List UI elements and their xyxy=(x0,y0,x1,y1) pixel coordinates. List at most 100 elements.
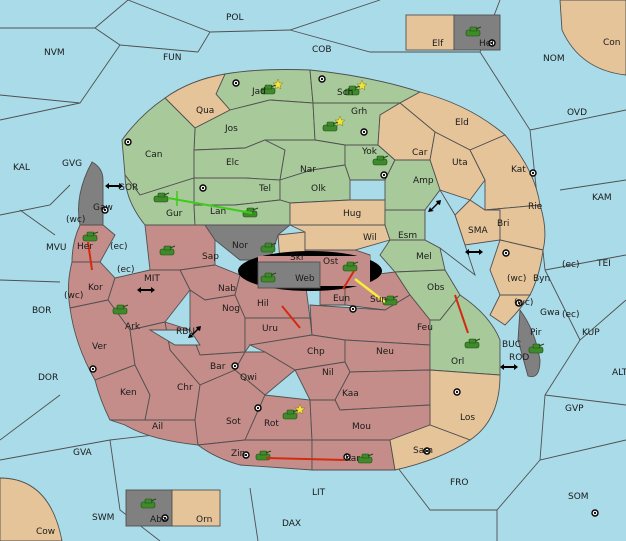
label-hil: Hil xyxy=(257,299,269,309)
label-gwa: Gwa xyxy=(540,308,560,318)
label-esm: Esm xyxy=(398,231,417,241)
army-icon[interactable] xyxy=(464,338,481,349)
label-nom: NOM xyxy=(543,54,565,64)
label-nvm: NVM xyxy=(44,48,65,58)
army-icon[interactable] xyxy=(260,242,277,253)
label-dor: DOR xyxy=(38,373,58,383)
label-gvp: GVP xyxy=(565,404,584,414)
province-qua[interactable] xyxy=(164,73,231,129)
label-yok: Yok xyxy=(361,147,378,157)
label-nil: Nil xyxy=(322,368,334,378)
province-sam[interactable] xyxy=(389,424,471,471)
army-icon[interactable] xyxy=(465,26,482,37)
army-icon[interactable] xyxy=(342,261,359,272)
label-ost: Ost xyxy=(323,257,339,267)
army-icon[interactable] xyxy=(322,115,346,132)
move-arrows xyxy=(87,191,469,461)
label-tei: TEI xyxy=(596,259,611,269)
label-buc: BUC xyxy=(502,340,521,350)
label-gur: Gur xyxy=(166,209,183,219)
label-ec1: (ec) xyxy=(110,242,128,252)
army-icon[interactable] xyxy=(282,403,306,420)
label-grh: Grh xyxy=(351,107,367,117)
label-rod: ROD xyxy=(509,353,529,363)
label-pir: Pir xyxy=(530,328,542,338)
label-orn: Orn xyxy=(196,515,212,525)
capital-web[interactable] xyxy=(238,251,382,291)
army-icon[interactable] xyxy=(372,155,389,166)
label-alt: ALT xyxy=(612,368,626,378)
label-nor: Nor xyxy=(232,241,248,251)
label-wc4: (wc) xyxy=(514,298,533,308)
army-icon[interactable] xyxy=(528,343,545,354)
label-elc: Elc xyxy=(226,158,239,168)
label-kal: KAL xyxy=(13,163,30,173)
label-sot: Sot xyxy=(226,417,241,427)
label-wc1: (wc) xyxy=(66,215,85,225)
army-icon[interactable] xyxy=(140,498,157,509)
label-fro: FRO xyxy=(450,478,469,488)
label-sap: Sap xyxy=(202,252,219,262)
supply-centers xyxy=(89,39,599,522)
label-wc2: (wc) xyxy=(64,291,83,301)
label-bor: BOR xyxy=(32,306,51,316)
label-amp: Amp xyxy=(413,176,434,186)
label-gaw: Gaw xyxy=(93,203,113,213)
label-lan: Lan xyxy=(210,207,226,217)
label-can: Can xyxy=(145,150,163,160)
label-kor: Kor xyxy=(88,283,103,293)
army-icon[interactable] xyxy=(357,453,374,464)
army-icon[interactable] xyxy=(260,272,277,283)
label-cob: COB xyxy=(312,45,332,55)
label-nar: Nar xyxy=(300,165,316,175)
label-obs: Obs xyxy=(427,283,445,293)
label-gva: GVA xyxy=(73,448,93,458)
label-hel: Hel xyxy=(479,39,494,49)
province-her[interactable] xyxy=(71,224,116,263)
label-elf: Elf xyxy=(432,39,444,49)
label-wc3: (wc) xyxy=(507,274,526,284)
label-kam: KAM xyxy=(592,193,612,203)
province-sap[interactable] xyxy=(144,224,216,271)
army-icon[interactable] xyxy=(260,78,284,95)
label-mou: Mou xyxy=(352,422,371,432)
province-hug[interactable] xyxy=(289,199,386,226)
units-layer xyxy=(82,26,545,509)
province-orn[interactable] xyxy=(171,489,221,527)
label-fun: FUN xyxy=(163,53,182,63)
label-con: Con xyxy=(603,38,621,48)
province-pir[interactable] xyxy=(517,308,541,378)
label-sch: Sch xyxy=(337,88,353,98)
star-icon xyxy=(356,79,368,91)
label-dax: DAX xyxy=(282,519,301,529)
label-orl: Orl xyxy=(451,357,464,367)
label-kaa: Kaa xyxy=(342,389,359,399)
army-icon[interactable] xyxy=(159,245,176,256)
label-gor: GOR xyxy=(118,183,138,193)
label-kat: Kat xyxy=(511,165,526,175)
label-byn: Byn xyxy=(533,274,550,284)
army-icon[interactable] xyxy=(382,295,399,306)
label-aba: Aba xyxy=(150,515,167,525)
label-swm: SWM xyxy=(92,513,114,523)
label-ec2: (ec) xyxy=(117,265,135,275)
label-mvu: MVU xyxy=(46,243,67,253)
label-mit: MIT xyxy=(144,274,160,284)
label-hug: Hug xyxy=(343,209,361,219)
label-kup: KUP xyxy=(582,328,600,338)
label-ec4: (ec) xyxy=(562,310,580,320)
army-icon[interactable] xyxy=(112,304,129,315)
army-icon[interactable] xyxy=(82,231,99,242)
label-web: Web xyxy=(295,274,315,284)
label-ail: Ail xyxy=(152,422,163,432)
army-icon[interactable] xyxy=(344,79,368,96)
province-elf[interactable] xyxy=(405,14,455,51)
label-eun: Eun xyxy=(333,294,350,304)
label-feu: Feu xyxy=(417,323,433,333)
label-pol: POL xyxy=(226,13,244,23)
star-icon xyxy=(294,403,306,415)
label-ver: Ver xyxy=(92,342,107,352)
